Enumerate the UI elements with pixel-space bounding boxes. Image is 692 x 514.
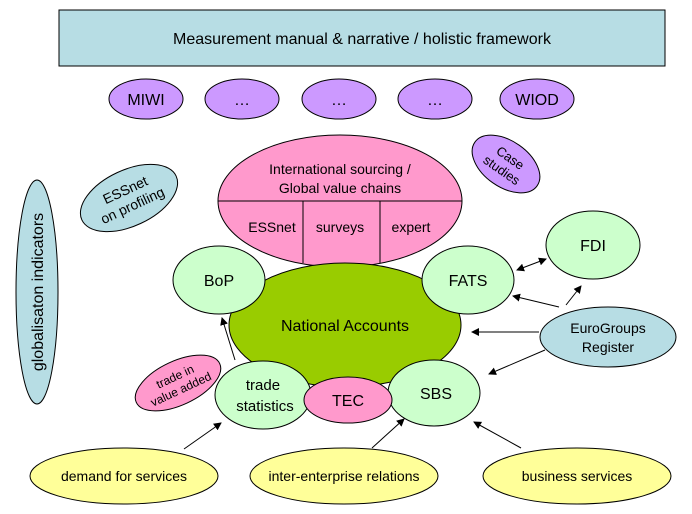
sourcing-cell-surveys: surveys <box>316 219 364 235</box>
wiod-label: WIOD <box>515 92 559 109</box>
arrow-fats-fdi <box>516 257 547 272</box>
miwi-node <box>108 78 184 120</box>
arrow-trade-to-bop <box>220 317 236 361</box>
national-accounts-label: National Accounts <box>281 318 409 335</box>
trade-statistics-line2: statistics <box>236 398 294 415</box>
arrow-business-to-sbs <box>473 421 522 449</box>
sourcing-title-line1: International sourcing / <box>269 161 411 177</box>
bop-label: BoP <box>204 273 234 290</box>
inter-enterprise-relations-node <box>249 447 439 505</box>
fats-label: FATS <box>449 273 488 290</box>
framework-title: Measurement manual & narrative / holisti… <box>173 31 552 48</box>
sbs-node: SBS <box>387 359 481 427</box>
demand-for-services-node <box>29 447 219 505</box>
international-sourcing: International sourcing / Global value ch… <box>217 134 463 268</box>
eurogroups-register: EuroGroups Register <box>539 306 677 368</box>
national-accounts: National Accounts <box>228 262 462 388</box>
tec-label: TEC <box>332 393 364 410</box>
bop-node: BoP <box>172 245 266 315</box>
fdi-node: FDI <box>545 210 641 280</box>
connector-arrows <box>183 257 582 450</box>
case-studies: Case studies <box>471 134 541 194</box>
ellipsis-label-1: … <box>234 92 250 109</box>
wiod-node <box>499 78 575 120</box>
demand-for-services-label: demand for services <box>61 468 187 484</box>
arrow-egr-to-fdi <box>565 285 582 306</box>
globalisation-indicators-label: globalisaton indicators <box>30 213 47 371</box>
ellipsis-node-2 <box>301 78 377 120</box>
sourcing-title-line2: Global value chains <box>279 180 401 196</box>
ellipsis-label-3: … <box>427 92 443 109</box>
framework-header: Measurement manual & narrative / holisti… <box>58 9 666 67</box>
fats-node: FATS <box>421 245 515 315</box>
business-services-node <box>482 447 672 505</box>
ellipsis-label-2: … <box>331 92 347 109</box>
trade-statistics-line1: trade <box>246 377 280 394</box>
fdi-label: FDI <box>580 238 606 255</box>
eurogroups-line1: EuroGroups <box>570 320 645 336</box>
arrow-egr-to-sbs <box>488 349 546 375</box>
trade-in-value-added: trade in value added <box>134 354 222 412</box>
ellipsis-node-3 <box>397 78 473 120</box>
trade-statistics-node: trade statistics <box>214 360 312 430</box>
ellipsis-node-1 <box>204 78 280 120</box>
bottom-row: demand for services inter-enterprise rel… <box>29 447 672 505</box>
sourcing-cell-essnet: ESSnet <box>248 219 296 235</box>
arrow-inter-enterprise-to-sbs <box>371 418 405 449</box>
arrow-egr-to-fats <box>512 293 560 308</box>
business-services-label: business services <box>522 468 633 484</box>
globalisation-indicators: globalisaton indicators <box>15 179 59 405</box>
sourcing-cell-expert: expert <box>392 219 431 235</box>
top-row: MIWI … … … WIOD <box>108 78 575 120</box>
miwi-label: MIWI <box>127 92 164 109</box>
arrow-demand-to-trade <box>183 422 222 450</box>
tec-node: TEC <box>303 376 393 424</box>
essnet-profiling: ESSnet on profiling <box>79 163 179 233</box>
eurogroups-line2: Register <box>582 339 634 355</box>
inter-enterprise-relations-label: inter-enterprise relations <box>269 468 420 484</box>
sbs-label: SBS <box>420 386 452 403</box>
